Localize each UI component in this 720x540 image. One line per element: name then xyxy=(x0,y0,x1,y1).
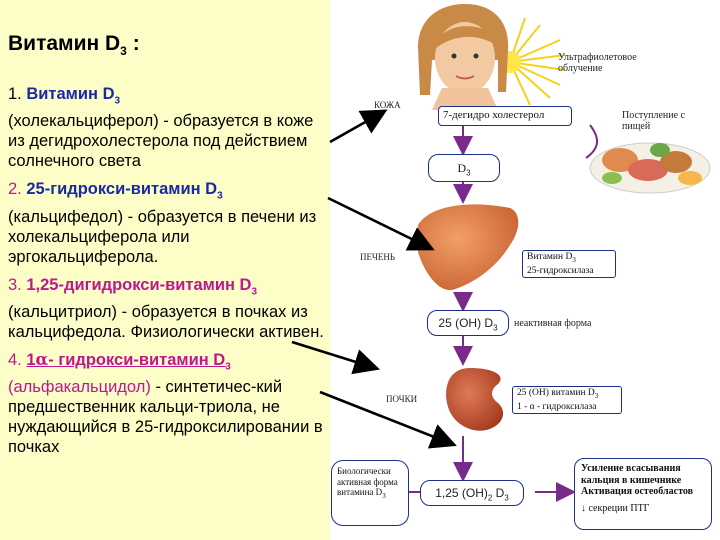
oh125-text: 1,25 (OH) xyxy=(435,486,488,500)
vitamin-list: 1. Витамин D3 (холекальциферол) - образу… xyxy=(8,84,324,465)
kidney-box-line-1: 25 (OH) витамин D xyxy=(517,388,595,398)
oh25-text: 25 (OH) D xyxy=(438,316,494,330)
item-name: 25-гидрокси-витамин D3 xyxy=(26,180,222,201)
pointer-arrows xyxy=(291,109,457,449)
item-description: (кальцифедол) - образуется в печени из х… xyxy=(8,207,317,266)
list-item-2: 2. 25-гидрокси-витамин D3 (кальцифедол) … xyxy=(8,179,324,266)
kidney-box-sub: 3 xyxy=(594,391,599,400)
item-name: 1α- гидрокси-витамин D3 xyxy=(26,349,231,373)
kidney-box-line-2: 1 - α - гидроксилаза xyxy=(517,401,597,412)
item-description: - синтетичес-кий предшественник кальци-т… xyxy=(8,378,323,457)
item-description-colored: (альфакальцидол) xyxy=(8,378,151,397)
pth-secretion-text: ↓ секреции ПТГ xyxy=(581,502,650,514)
uv-label: Ультрафиолетовое облучение xyxy=(558,52,637,74)
item-number: 2. xyxy=(8,180,27,199)
liver-enzyme-box: Витамин D3 25-гидроксилаза xyxy=(522,250,616,278)
liver-box-line-1: Витамин D xyxy=(527,252,573,262)
item-description: (холекальциферол) - образуется в коже из… xyxy=(8,112,314,171)
item-name-sub: 3 xyxy=(251,285,258,297)
bio-active-text: Биологически активная форма витамина D3 xyxy=(332,461,408,506)
dehydrocholesterol-box: 7-дегидро холестерол xyxy=(438,106,572,126)
title-text: Витамин D xyxy=(8,32,121,55)
oh25-subscript: 3 xyxy=(493,323,498,333)
item-name: Витамин D3 xyxy=(26,85,121,107)
item-name-text: 1,25-дигидрокси-витамин D xyxy=(26,275,252,294)
item-name-text: Витамин D xyxy=(26,85,115,103)
item-number: 4. xyxy=(8,350,27,369)
d3-text: D xyxy=(457,161,467,175)
page-title: Витамин D3 : xyxy=(8,32,140,58)
item-name-prefix: 1 xyxy=(26,350,36,369)
liver-label: ПЕЧЕНЬ xyxy=(360,252,396,262)
alpha-symbol: α xyxy=(35,349,49,369)
list-item-1: 1. Витамин D3 (холекальциферол) - образу… xyxy=(8,84,324,171)
title-suffix: : xyxy=(126,32,140,55)
bio-active-label: Биологически активная форма витамина D xyxy=(337,466,398,497)
item-name-sub: 3 xyxy=(217,190,223,202)
liver-box-sub: 3 xyxy=(572,255,576,264)
liver-box-line-2: 25-гидроксилаза xyxy=(527,265,594,276)
item-name-text: - гидрокси-витамин D xyxy=(48,350,226,369)
d3-pill: D3 xyxy=(428,154,500,182)
list-item-3: 3. 1,25-дигидрокси-витамин D3 (кальцитри… xyxy=(8,275,324,342)
kidney-label: ПОЧКИ xyxy=(386,394,418,404)
title-subscript: 3 xyxy=(120,44,127,59)
flow-arrows xyxy=(405,124,598,502)
oh125-sub-3: 3 xyxy=(504,493,509,503)
item-name: 1,25-дигидрокси-витамин D3 xyxy=(26,275,258,297)
food-intake-label: Поступление с пищей xyxy=(622,110,686,132)
liver-icon xyxy=(418,204,519,291)
item-name-text: 25-гидрокси-витамин D xyxy=(26,180,218,199)
kidney-icon xyxy=(446,368,504,431)
woman-face-icon xyxy=(418,4,509,110)
food-plate-icon xyxy=(589,142,711,194)
effects-box: Усиление всасывания кальция в кишечнике … xyxy=(574,458,712,530)
inactive-form-label: неактивная форма xyxy=(514,318,592,329)
dehydrocholesterol-label: 7-дегидро холестерол xyxy=(443,109,545,121)
liver-enzyme-text: Витамин D3 25-гидроксилаза xyxy=(523,251,615,278)
item-description: (кальцитриол) - образуется в почках из к… xyxy=(8,302,324,341)
item-number: 3. xyxy=(8,275,27,294)
kidney-enzyme-box: 25 (OH) витамин D3 1 - α - гидроксилаза xyxy=(512,386,622,414)
skin-label: КОЖА xyxy=(374,100,401,110)
text-panel: Витамин D3 : 1. Витамин D3 (холекальцифе… xyxy=(0,0,330,540)
oh125-tail: D xyxy=(492,486,505,500)
oh125-sub-2: 2 xyxy=(487,493,493,503)
kidney-enzyme-text: 25 (OH) витамин D3 1 - α - гидроксилаза xyxy=(513,387,621,414)
item-name-sub: 3 xyxy=(225,361,231,373)
item-name-sub: 3 xyxy=(114,95,121,107)
item-number: 1. xyxy=(8,85,27,103)
d3-subscript: 3 xyxy=(466,168,471,178)
oh25-d3-pill: 25 (OH) D3 xyxy=(427,310,509,336)
list-item-4: 4. 1α- гидрокси-витамин D3 (альфакальцид… xyxy=(8,350,324,457)
oh125-d3-pill: 1,25 (OH)2 D3 xyxy=(420,480,524,506)
effects-text: Усиление всасывания кальция в кишечнике … xyxy=(581,463,694,497)
bio-active-sub: 3 xyxy=(382,491,386,500)
bio-active-box: Биологически активная форма витамина D3 xyxy=(331,460,409,526)
